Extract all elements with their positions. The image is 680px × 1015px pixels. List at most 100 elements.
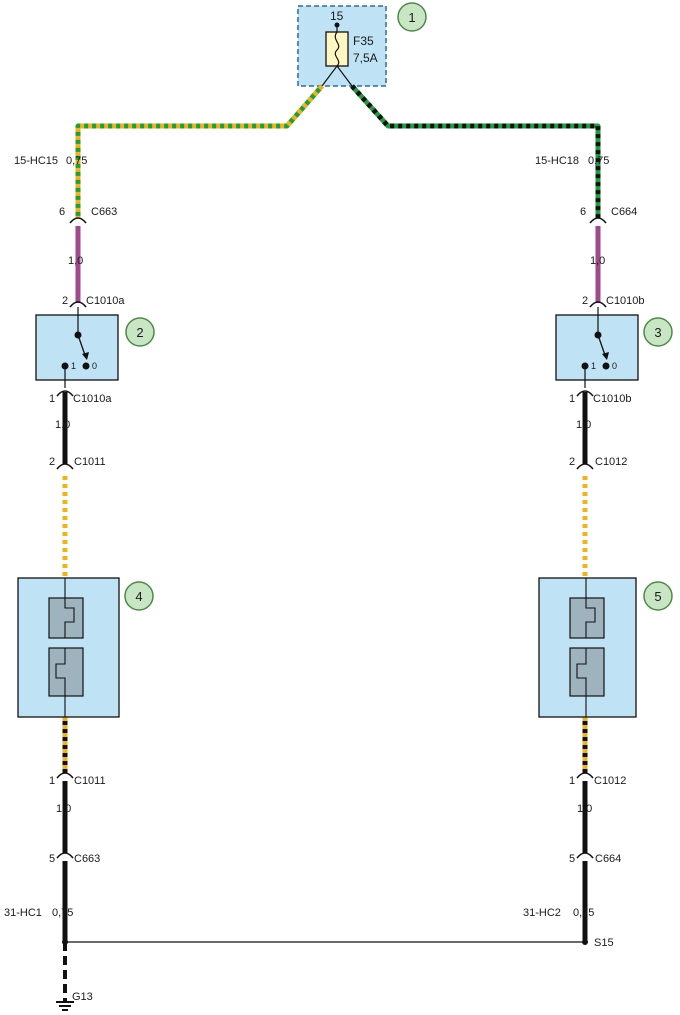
fuse-name-label: F35 <box>353 34 374 48</box>
left-wire-bot-size: 0,75 <box>52 907 73 919</box>
left-seg2-size: 1,0 <box>55 419 70 431</box>
left-heater-out-connector <box>56 772 74 779</box>
left-c663-top-label: C663 <box>91 206 117 218</box>
fuse-rating-label: 7,5A <box>353 51 378 65</box>
right-switch-in-pin: 2 <box>582 295 588 307</box>
callout-4: 4 <box>124 581 154 611</box>
left-heater-in-label: C1011 <box>74 456 106 468</box>
fuse-link-icon <box>334 31 340 67</box>
left-heater-out-pin: 1 <box>49 775 55 787</box>
right-heater-element-top <box>569 597 605 639</box>
right-c664-top-connector <box>589 217 607 224</box>
right-heater-out-label: C1012 <box>594 775 626 787</box>
left-heater-in-pin: 2 <box>49 456 55 468</box>
right-c664-bot-label: C664 <box>595 853 621 865</box>
right-heater-grid-top-icon <box>585 578 596 638</box>
right-switch-out-label: C1010b <box>593 393 632 405</box>
left-heater-grid-bottom-icon <box>55 648 66 717</box>
left-switch-box <box>35 314 119 381</box>
right-heater-in-pin: 2 <box>569 456 575 468</box>
fuse-element <box>325 31 349 67</box>
left-switch-in-label: C1010a <box>86 295 125 307</box>
left-switch-out-pin: 1 <box>49 393 55 405</box>
splice-label: S15 <box>594 937 614 949</box>
right-heater-in-connector <box>576 463 594 470</box>
callout-5-number: 5 <box>654 589 661 604</box>
left-heater-in-connector <box>56 463 74 470</box>
right-heater-in-label: C1012 <box>595 456 627 468</box>
right-splice-dot <box>582 939 588 945</box>
right-switch-in-connector <box>589 301 607 308</box>
left-heater-element-top <box>48 597 84 639</box>
right-switch-pos0-dot <box>602 362 610 370</box>
right-seg2-size: 1,0 <box>576 419 591 431</box>
callout-1-number: 1 <box>408 10 415 25</box>
left-c663-bot-connector <box>56 852 74 859</box>
callout-3-circle <box>643 317 673 347</box>
wire-15-hc15-stripe <box>75 84 324 218</box>
right-c664-bot-pin: 5 <box>569 853 575 865</box>
right-switch-out-pin: 1 <box>569 393 575 405</box>
right-heater-grid-bottom-icon <box>576 648 587 717</box>
left-switch-arrow-icon <box>82 352 89 360</box>
right-c664-bot-connector <box>576 852 594 859</box>
left-heater-element-bottom <box>48 647 84 697</box>
fuse-lead-left <box>321 65 338 87</box>
right-switch-arrow-icon <box>602 352 609 360</box>
wire-15-hc18-stripe <box>350 84 601 218</box>
left-wire-top-size: 0,75 <box>66 155 87 167</box>
left-switch-in-connector <box>69 301 87 308</box>
left-c663-top-pin: 6 <box>59 206 65 218</box>
callout-5-circle <box>643 581 673 611</box>
right-switch-pos0-label: 0 <box>612 361 617 371</box>
callout-4-number: 4 <box>135 589 142 604</box>
left-wire-bot-code: 31-HC1 <box>4 907 42 919</box>
ground-label: G13 <box>72 991 93 1003</box>
left-junction-dot <box>62 939 68 945</box>
fuse-lead-right <box>336 65 353 87</box>
right-switch-out-connector <box>576 390 594 397</box>
left-seg1-size: 1,0 <box>68 255 83 267</box>
callout-2: 2 <box>125 317 155 347</box>
left-c663-bot-pin: 5 <box>49 853 55 865</box>
left-switch-pos0-dot <box>82 362 90 370</box>
callout-3-number: 3 <box>654 325 661 340</box>
right-wire-bot-code: 31-HC2 <box>523 907 561 919</box>
callout-5: 5 <box>643 581 673 611</box>
wire-15-hc15 <box>75 84 324 218</box>
right-seg3-size: 1,0 <box>577 803 592 815</box>
right-switch-box <box>555 314 639 381</box>
wire-15-hc18 <box>350 84 601 218</box>
left-c663-top-connector <box>69 217 87 224</box>
right-heater-element-bottom <box>569 647 605 697</box>
right-wire-bot-size: 0,75 <box>573 907 594 919</box>
right-c664-top-label: C664 <box>611 206 637 218</box>
left-branch: 15-HC15 0,75 6 C663 1,0 2 C1010a 1 0 2 1… <box>4 155 155 1011</box>
left-switch-out-label: C1010a <box>73 393 112 405</box>
right-heater-out-connector <box>576 772 594 779</box>
left-switch-in-pin: 2 <box>62 295 68 307</box>
callout-1-circle <box>397 2 427 32</box>
right-seg1-size: 1,0 <box>590 255 605 267</box>
left-seg3-size: 1,0 <box>56 803 71 815</box>
left-heater-out-label: C1011 <box>74 775 106 787</box>
right-switch-pos1-label: 1 <box>591 361 596 371</box>
left-switch-pos0-label: 0 <box>92 361 97 371</box>
left-wire-top-code: 15-HC15 <box>14 155 58 167</box>
fuse-f35: 15 F35 7,5A <box>297 5 387 87</box>
right-wire-top-size: 0,75 <box>588 155 609 167</box>
callout-2-number: 2 <box>136 325 143 340</box>
callout-2-circle <box>125 317 155 347</box>
callout-1: 1 <box>397 2 427 32</box>
left-c663-bot-label: C663 <box>74 853 100 865</box>
right-c664-top-pin: 6 <box>580 206 586 218</box>
callout-3: 3 <box>643 317 673 347</box>
right-switch-in-label: C1010b <box>606 295 645 307</box>
right-wire-top-code: 15-HC18 <box>535 155 579 167</box>
right-branch: 15-HC18 0,75 6 C664 1,0 2 C1010b 1 0 3 1… <box>523 155 673 949</box>
left-switch-out-connector <box>56 390 74 397</box>
left-heater-grid-top-icon <box>64 578 75 638</box>
fuse-pin-label: 15 <box>330 9 344 23</box>
left-switch-pos1-label: 1 <box>71 361 76 371</box>
